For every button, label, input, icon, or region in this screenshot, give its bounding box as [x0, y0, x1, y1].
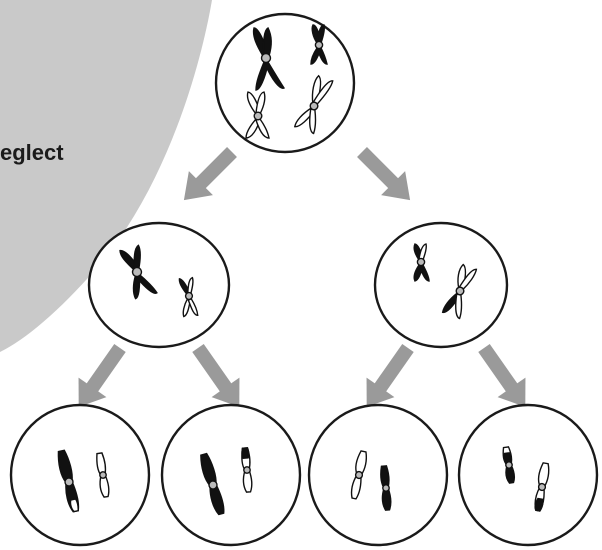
- chromatid-cell2-dark: [200, 452, 225, 516]
- granddaughter-cell-3: [307, 403, 449, 547]
- chromatid-cell3-dark: [380, 465, 392, 511]
- chromosome-light-right: [293, 74, 334, 135]
- chromosome-dark-large: [252, 27, 286, 91]
- arrow-left-to-cell1: [78, 343, 126, 407]
- chromosome-left-small: [178, 276, 199, 318]
- arrow-parent-to-left: [183, 147, 237, 201]
- chromosome-left-large: [119, 244, 158, 300]
- chromosome-dark-small: [310, 24, 328, 65]
- granddaughter-cell-1: [9, 403, 151, 547]
- chromosome-light-left: [245, 91, 270, 139]
- chromosomes: [57, 24, 550, 516]
- cells: [9, 12, 599, 547]
- chromatid-cell1-dark: [57, 449, 80, 513]
- granddaughter-cell-2: [160, 403, 302, 547]
- daughter-cell-left: [87, 221, 231, 349]
- background-label: eglect: [0, 140, 64, 165]
- chromosome-right-dark: [413, 243, 430, 282]
- arrow-parent-to-right: [357, 147, 411, 201]
- chromatid-cell3-light: [350, 450, 368, 500]
- granddaughter-cell-4: [457, 403, 599, 547]
- arrow-right-to-cell4: [478, 343, 526, 407]
- chromatid-cell1-light: [96, 452, 110, 498]
- chromatid-cell4-mixed: [534, 462, 550, 512]
- chromatid-cell4-dark: [502, 446, 516, 484]
- gray-curved-panel: [0, 0, 212, 352]
- parent-cell: [214, 12, 356, 154]
- chromosome-right-light: [441, 263, 478, 320]
- arrow-right-to-cell3: [366, 343, 414, 407]
- chromatid-cell2-mixed: [241, 447, 253, 493]
- daughter-cell-right: [373, 221, 509, 349]
- arrow-left-to-cell2: [192, 343, 240, 407]
- arrows: [78, 147, 526, 407]
